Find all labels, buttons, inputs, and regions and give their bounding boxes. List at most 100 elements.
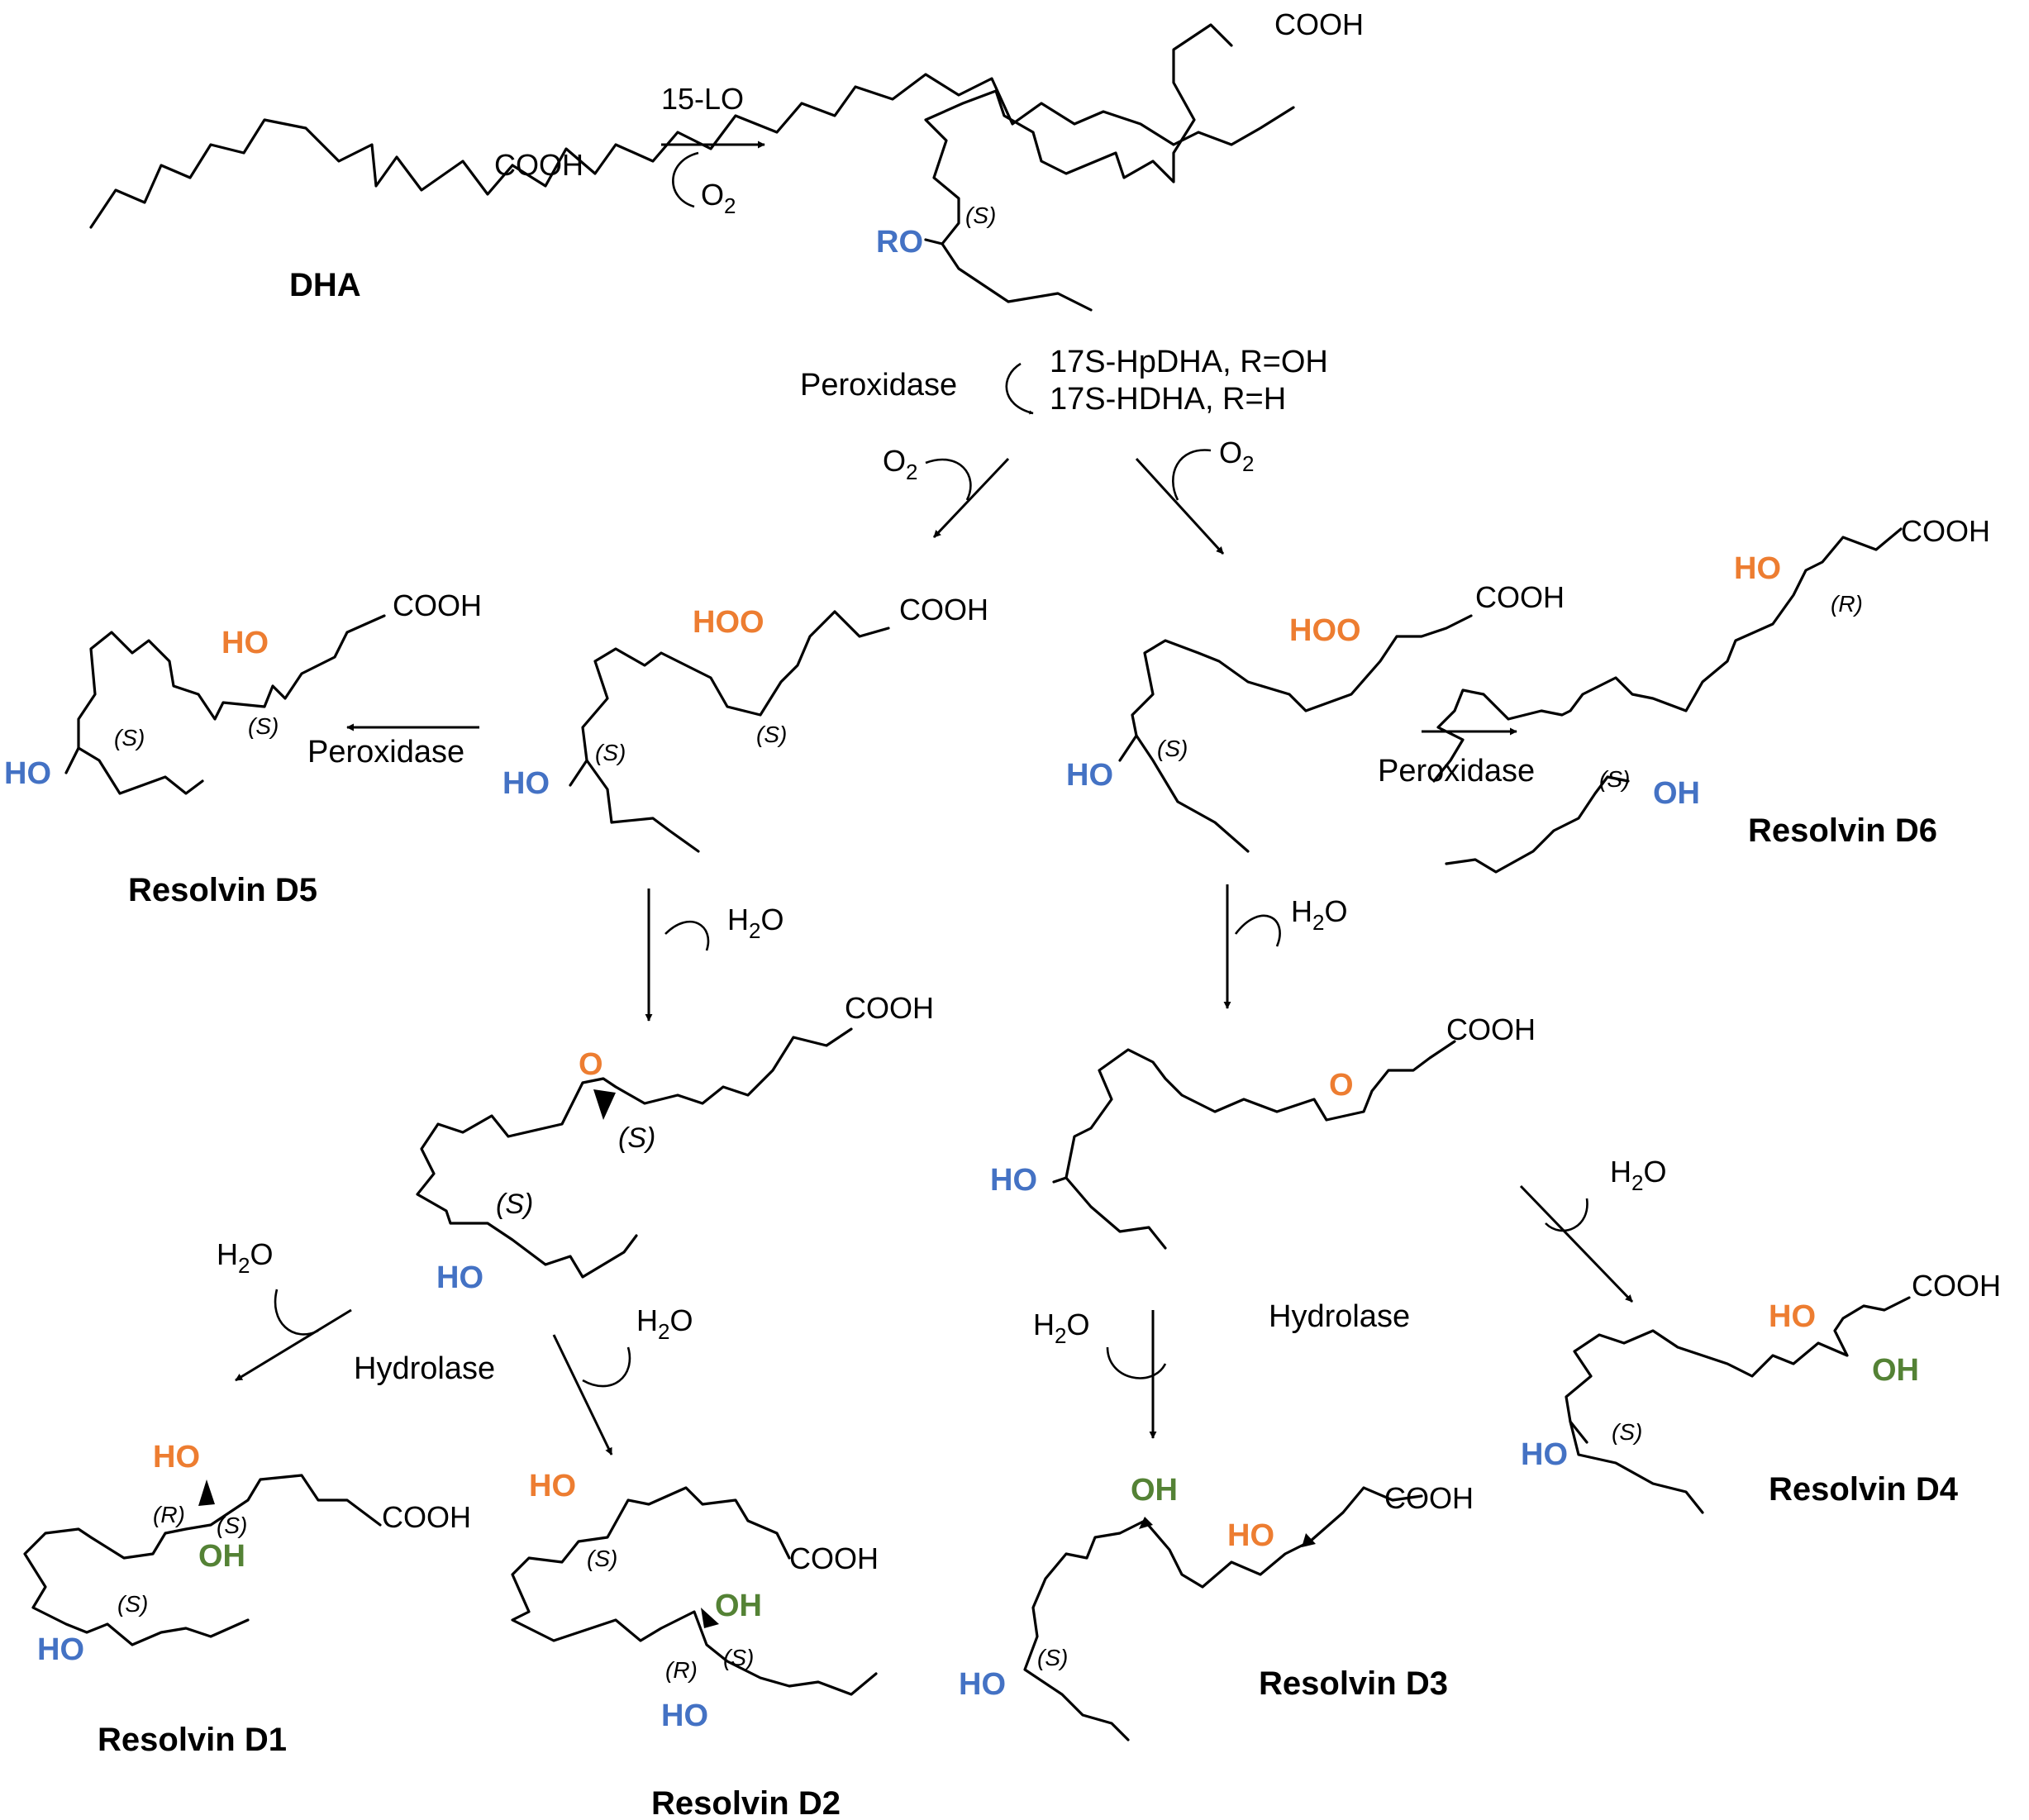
epoxide-left-ho: HO [436, 1260, 483, 1295]
epoxide-right-o: O [1329, 1068, 1354, 1103]
left-mid-stereo-2: (S) [756, 722, 787, 747]
hydrolase-label-right: Hydrolase [1269, 1299, 1410, 1334]
h2o-label-rvd2: H2O [636, 1303, 693, 1344]
hpdha-cooh: COOH [1274, 7, 1364, 41]
rvd5-label: Resolvin D5 [128, 872, 317, 908]
rvd4-cooh: COOH [1912, 1269, 2001, 1303]
rvd4-ho-orange: HO [1769, 1299, 1816, 1334]
h2o-label-right-mid: H2O [1291, 894, 1347, 935]
h2o-curl-rvd3 [1106, 1346, 1167, 1379]
hpdha-ro: RO [876, 225, 923, 260]
dha-label: DHA [289, 267, 361, 303]
hpdha-right-structure [1118, 614, 1473, 853]
rvd1-stereo-r: (R) [153, 1502, 185, 1527]
rvd1-stereo-s1: (S) [217, 1513, 247, 1538]
rvd1-arrow [235, 1308, 352, 1382]
right-mid-hoo: HOO [1289, 613, 1361, 648]
rvd1-label: Resolvin D1 [98, 1722, 287, 1758]
rvd6-stereo-s: (S) [1599, 766, 1630, 792]
rvd5-cooh: COOH [393, 588, 482, 622]
h2o-curl-rvd1 [274, 1289, 319, 1336]
left-branch-arrow [932, 457, 1010, 539]
rvd2-ho-blue: HO [661, 1699, 708, 1733]
dha-cooh: COOH [494, 148, 583, 182]
h2o-label-rvd4: H2O [1610, 1155, 1666, 1195]
hydrolase-label-left: Hydrolase [354, 1351, 495, 1386]
rvd2-arrow [552, 1334, 613, 1456]
rvd6-label: Resolvin D6 [1748, 812, 1937, 849]
rvd6-oh-blue: OH [1653, 776, 1700, 811]
hpdha-left-structure [569, 610, 890, 853]
left-mid-hoo: HOO [693, 605, 764, 640]
rvd5-stereo-1: (S) [114, 725, 145, 750]
rvd3-ho-blue: HO [959, 1667, 1006, 1702]
rvd5-ho-orange: HO [221, 626, 269, 660]
intermediate-line1: 17S-HpDHA, R=OH [1050, 345, 1328, 379]
rvd4-arrow [1519, 1184, 1634, 1303]
intermediate-line2: 17S-HDHA, R=H [1050, 382, 1286, 417]
o2-curl-right [1172, 449, 1212, 501]
epoxide-left-stereo-1: (S) [618, 1122, 655, 1154]
rvd1-stereo-s2: (S) [117, 1591, 148, 1617]
h2o-curl-rvd4 [1545, 1198, 1588, 1232]
epoxide-left-o: O [579, 1047, 603, 1082]
hpdha-structure [924, 23, 1233, 312]
rvd5-stereo-2: (S) [248, 713, 279, 739]
right-mid-ho: HO [1066, 758, 1113, 793]
peroxidase-label-right: Peroxidase [1378, 754, 1535, 789]
rvd3-stereo: (S) [1037, 1645, 1068, 1670]
rvd4-ho-blue: HO [1521, 1437, 1568, 1472]
right-mid-stereo: (S) [1157, 736, 1188, 761]
o2-label-1: O2 [701, 178, 736, 218]
right-mid-cooh: COOH [1475, 580, 1565, 614]
hpdha-stereo: (S) [965, 202, 996, 228]
rvd1-ho-orange: HO [153, 1440, 200, 1475]
left-mid-ho: HO [502, 766, 550, 801]
rvd2-oh-green: OH [715, 1589, 762, 1623]
rvd2-stereo-s2: (S) [723, 1645, 754, 1670]
rvd3-oh-green: OH [1131, 1473, 1178, 1508]
rvd1-oh-green: OH [198, 1539, 245, 1574]
peroxidase-label-left: Peroxidase [307, 735, 464, 769]
rvd5-ho-blue: HO [4, 756, 51, 791]
h2o-label-rvd1: H2O [217, 1237, 273, 1278]
rvd3-ho-orange: HO [1227, 1518, 1274, 1553]
peroxidase-label-top: Peroxidase [800, 368, 957, 403]
epoxide-right-cooh: COOH [1446, 1012, 1536, 1046]
rvd1-ho-blue: HO [37, 1632, 84, 1667]
rvd4-structure [1565, 1296, 1911, 1514]
h2o-curl-left-mid [664, 920, 710, 951]
o2-curl-left [925, 458, 972, 501]
rvd4-oh-green: OH [1872, 1353, 1919, 1388]
rvd2-label: Resolvin D2 [651, 1785, 841, 1820]
epoxide-left-cooh: COOH [845, 991, 934, 1025]
rvd2-stereo-r: (R) [665, 1657, 698, 1683]
rvd6-ho-orange: HO [1734, 551, 1781, 586]
epoxide-right-structure [1052, 1040, 1456, 1250]
o2-curl-1 [672, 151, 699, 208]
rvd4-label: Resolvin D4 [1769, 1471, 1959, 1508]
epoxide-right-ho: HO [990, 1163, 1037, 1198]
lo15-label: 15-LO [661, 82, 744, 116]
h2o-curl-right-mid [1234, 914, 1281, 947]
rvd6-cooh: COOH [1901, 514, 1990, 548]
rvd6-structure [1432, 527, 1903, 874]
rvd2-cooh: COOH [789, 1541, 879, 1575]
epoxide-left-stereo-2: (S) [496, 1189, 533, 1220]
o2-label-right: O2 [1219, 436, 1254, 476]
left-mid-cooh: COOH [899, 593, 988, 627]
rvd3-label: Resolvin D3 [1259, 1665, 1448, 1702]
rvd6-stereo-r: (R) [1831, 591, 1863, 617]
rvd2-ho-orange: HO [529, 1469, 576, 1503]
rvd1-cooh: COOH [382, 1500, 471, 1534]
peroxidase-curl [1005, 362, 1034, 415]
rvd3-structure [1023, 1486, 1423, 1741]
epoxide-left-structure [416, 1027, 853, 1279]
right-branch-arrow [1135, 457, 1225, 555]
rvd2-stereo-s1: (S) [587, 1546, 617, 1571]
rvd5-structure [64, 614, 386, 795]
h2o-label-rvd3: H2O [1033, 1308, 1089, 1348]
rvd3-cooh: COOH [1384, 1481, 1474, 1515]
h2o-label-left-mid: H2O [727, 903, 783, 943]
